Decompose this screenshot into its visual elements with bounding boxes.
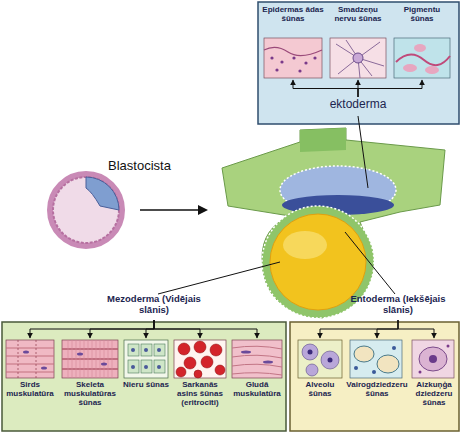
heart-muscle-image — [6, 340, 54, 378]
kidney-image — [124, 340, 168, 378]
branch-arrow — [146, 320, 154, 338]
cell-caption: Nieru šūnas — [122, 381, 170, 390]
part-label: Blastocista — [108, 158, 171, 173]
branch-arrow — [30, 320, 154, 338]
mesoderm-panel — [2, 322, 286, 431]
pancreas-image — [412, 340, 454, 378]
germ-layer-heading: Mezoderma (Vidējais slānis) — [106, 294, 202, 320]
cell-type-box: Alveolu šūnas — [296, 338, 344, 428]
branch-arrow — [358, 80, 359, 97]
germ-layer-heading: Entoderma (Iekšējais slānis) — [350, 294, 446, 320]
branch-arrow — [398, 320, 434, 338]
thyroid-image — [350, 340, 402, 378]
epidermis-image — [264, 38, 322, 78]
neuron-image — [330, 38, 386, 78]
cell-caption: Pigmentu šūnas — [392, 6, 452, 24]
cell-type-box: Epidermas ādas šūnas — [262, 6, 324, 80]
cell-type-box: Nieru šūnas — [122, 338, 170, 428]
germ-layer-heading: ektoderma — [318, 97, 398, 114]
cell-caption: Sirds muskulatūra — [4, 381, 56, 399]
cell-type-box: Gludā muskulatūra — [230, 338, 284, 428]
branch-arrow — [358, 80, 422, 97]
red-blood-cell-image — [174, 340, 226, 378]
layer-name: Entoderma (Iekšējais slānis) — [350, 294, 446, 316]
cell-caption: Smadzeņu nervu šūnas — [328, 6, 388, 24]
ectoderm-panel — [258, 2, 459, 124]
cell-caption: Alveolu šūnas — [296, 381, 344, 399]
arrow — [140, 205, 208, 215]
branch-arrow — [90, 320, 154, 338]
cell-type-box: Sarkanās asins šūnas (eritrocīti) — [172, 338, 228, 428]
branch-arrow — [293, 80, 358, 97]
branch-arrow — [377, 320, 398, 338]
cell-type-box: Aizkuņģa dziedzeru šūnas — [410, 338, 458, 428]
cell-caption: Epidermas ādas šūnas — [262, 6, 324, 24]
leader-line — [158, 116, 395, 294]
embryo-drawing — [222, 128, 445, 318]
skeletal-muscle-image — [62, 340, 118, 378]
layer-name: Mezoderma (Vidējais slānis) — [106, 294, 202, 316]
cell-caption: Sarkanās asins šūnas (eritrocīti) — [172, 381, 228, 407]
blastocyst-drawing — [46, 170, 126, 250]
alveolar-image — [298, 340, 342, 378]
smooth-muscle-image — [232, 340, 282, 378]
cell-type-box: Skeleta muskulatūras šūnas — [60, 338, 120, 428]
cell-type-box: Smadzeņu nervu šūnas — [328, 6, 388, 80]
cell-type-box: Vairogdziedzeru šūnas — [346, 338, 408, 428]
endoderm-panel — [290, 322, 459, 431]
cell-type-box: Pigmentu šūnas — [392, 6, 452, 80]
cell-caption: Aizkuņģa dziedzeru šūnas — [410, 381, 458, 407]
branch-arrow — [154, 320, 257, 338]
pigment-image — [394, 38, 450, 78]
branch-arrow — [320, 320, 398, 338]
cell-caption: Skeleta muskulatūras šūnas — [60, 381, 120, 407]
cell-caption: Gludā muskulatūra — [230, 381, 284, 399]
cell-caption: Vairogdziedzeru šūnas — [346, 381, 408, 399]
branch-arrow — [154, 320, 200, 338]
cell-type-box: Sirds muskulatūra — [4, 338, 56, 428]
layer-name: ektoderma — [318, 97, 398, 111]
